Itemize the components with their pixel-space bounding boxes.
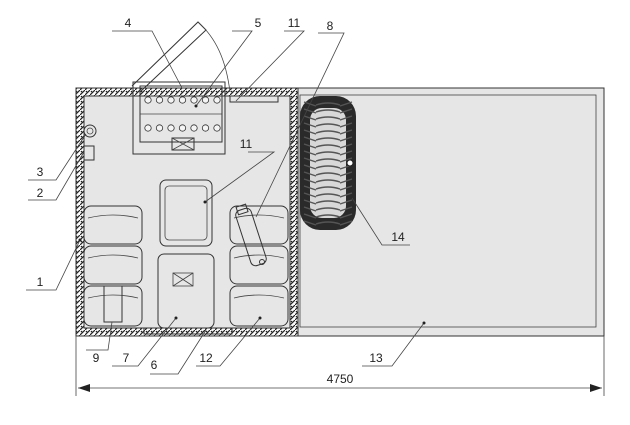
panel-opening: [144, 124, 152, 132]
tread-lug: [303, 115, 353, 121]
panel-opening: [167, 96, 175, 104]
callout-3: 3: [37, 165, 44, 179]
callout-2: 2: [37, 186, 44, 200]
panel-opening: [213, 96, 221, 104]
callout-14: 14: [391, 230, 405, 244]
tread-lug: [303, 213, 353, 219]
panel-hinge: [171, 137, 195, 151]
tread-lug: [303, 178, 353, 184]
callout-6: 6: [151, 358, 158, 372]
cabin-floor: [83, 95, 291, 329]
wall-shelf: [229, 95, 279, 103]
tread-lug: [303, 157, 353, 163]
tread-lug: [303, 108, 353, 114]
callout-11-table: 11: [240, 137, 253, 151]
gas-cylinder: [235, 203, 267, 267]
tire-tread: [303, 101, 353, 226]
dimension-label: 4750: [327, 372, 354, 386]
callout-7: 7: [123, 351, 130, 365]
callout-11-shelf: 11: [288, 16, 301, 30]
roof-hatch-lid: [131, 21, 231, 93]
right-seats: [229, 205, 289, 327]
panel-opening: [190, 124, 198, 132]
wall-gauge: [83, 124, 97, 138]
tread-lug: [303, 171, 353, 177]
panel-opening: [155, 124, 164, 132]
spare-wheel: [300, 96, 356, 230]
callout-4: 4: [125, 16, 132, 30]
tread-lug: [303, 192, 353, 198]
table: [159, 179, 213, 247]
panel-opening: [155, 96, 164, 104]
tread-lug: [303, 150, 353, 156]
overall-length-dimension: 4750: [75, 336, 605, 396]
callout-12: 12: [199, 351, 213, 365]
tread-lug: [303, 136, 353, 142]
cargo-platform-inner-edge: [299, 94, 597, 328]
tread-lug: [303, 143, 353, 149]
panel-opening: [144, 96, 152, 104]
callout-9: 9: [93, 351, 100, 365]
panel-opening: [201, 124, 210, 132]
panel-opening: [167, 124, 175, 132]
panel-opening: [178, 96, 187, 104]
panel-opening: [201, 96, 210, 104]
tread-lug: [303, 206, 353, 212]
callout-8: 8: [327, 19, 334, 33]
callout-13: 13: [369, 351, 383, 365]
callout-5: 5: [255, 16, 262, 30]
seat-backrest-box: [103, 285, 123, 323]
callout-labels: 1 2 3 4 5 6 7 8 9 11 11 12 13 14: [37, 16, 405, 372]
wall-box: [83, 145, 95, 161]
left-seats: [83, 205, 143, 327]
panel-opening: [178, 124, 187, 132]
callout-1: 1: [37, 275, 44, 289]
tread-lug: [303, 122, 353, 128]
tread-lug: [303, 220, 353, 226]
door-threshold: [143, 327, 233, 335]
panel-opening: [190, 96, 198, 104]
tread-lug: [303, 185, 353, 191]
panel-opening: [213, 124, 221, 132]
tread-lug: [303, 129, 353, 135]
tread-lug: [303, 199, 353, 205]
panel-openings: [144, 96, 221, 132]
callout-leaders: [26, 30, 426, 375]
